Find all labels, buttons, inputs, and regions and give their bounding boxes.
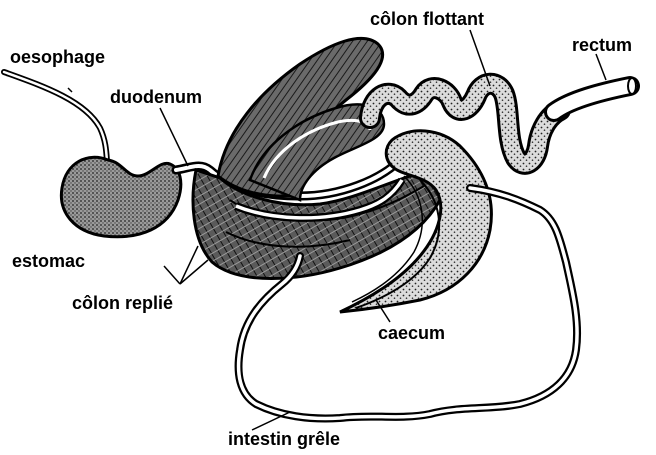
label-oesophage: oesophage [10,48,105,66]
label-estomac: estomac [12,252,85,270]
label-duodenum: duodenum [110,88,202,106]
label-colon-replie: côlon replié [72,294,173,312]
stomach-shape [61,157,180,236]
label-colon-flottant: côlon flottant [370,10,484,28]
label-rectum: rectum [572,36,632,54]
folded-colon-base [193,170,441,279]
label-caecum: caecum [378,324,445,342]
label-intestin-grele: intestin grêle [228,430,340,448]
